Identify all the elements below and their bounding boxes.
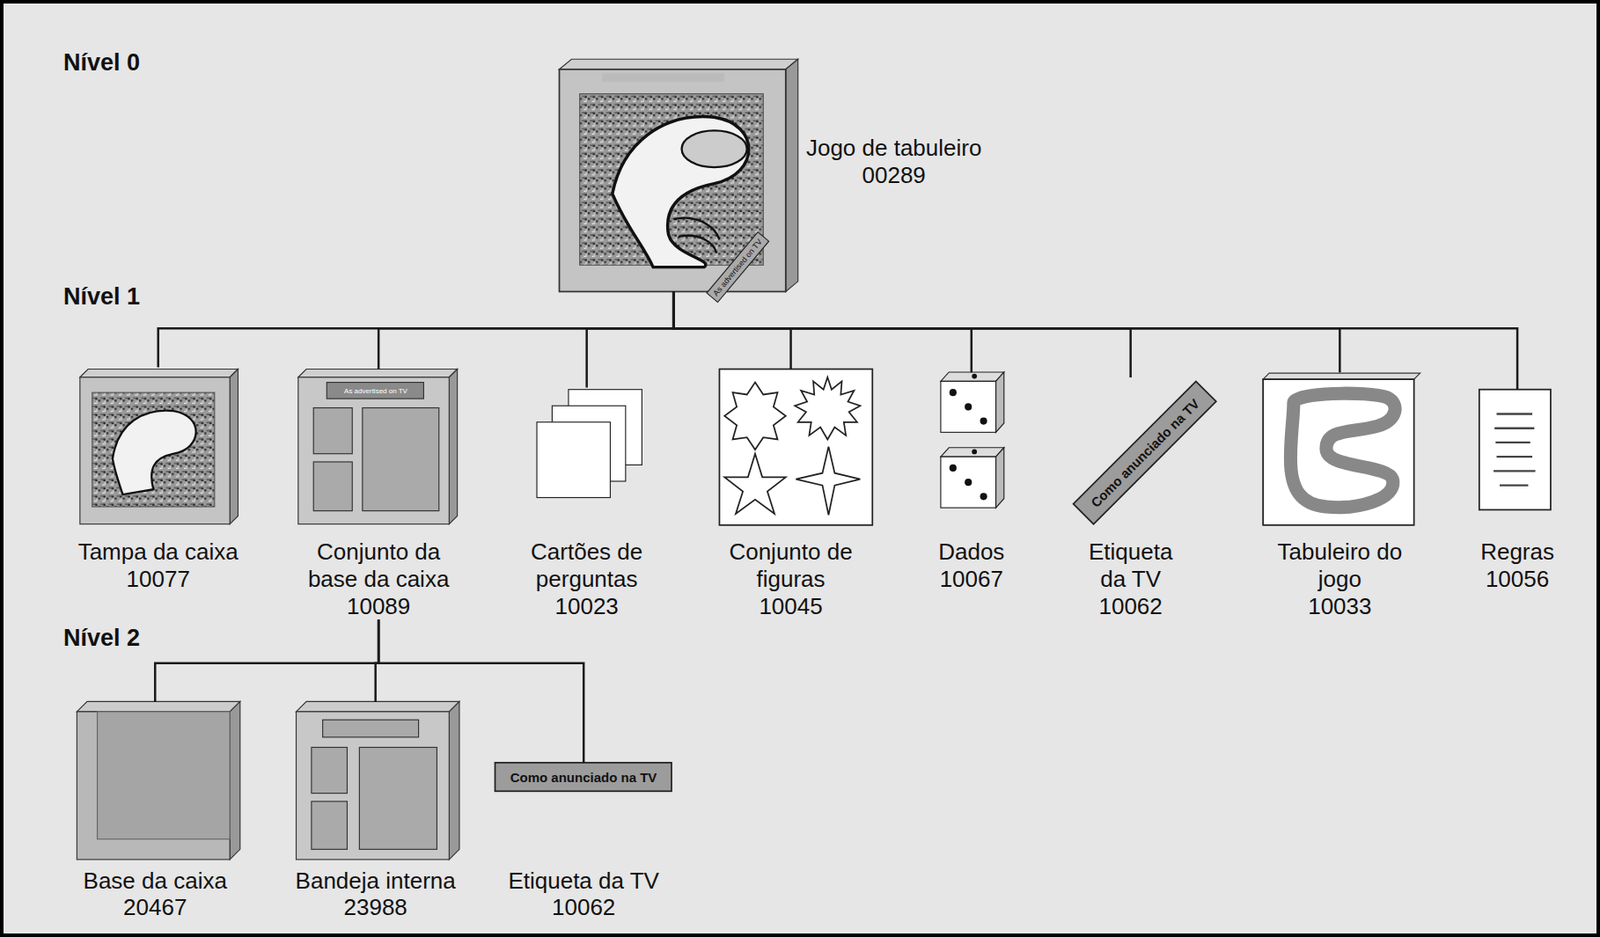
part-code: 10045 [716, 593, 867, 621]
box-base-set [298, 369, 458, 525]
component-node: Dados10067 [932, 372, 1011, 593]
game-board [1262, 373, 1420, 526]
component-node: Base da caixa20467 [69, 702, 241, 922]
tree-connector [378, 619, 584, 764]
part-code: 10023 [512, 593, 662, 621]
part-name: Base da caixa [69, 867, 241, 896]
figure-set [719, 369, 873, 526]
component-node: Etiqueta da TV10062 [491, 763, 677, 922]
board-game-box [559, 58, 799, 302]
tree-connector [673, 292, 1340, 374]
component-node: Conjunto de figuras10045 [711, 369, 872, 620]
inner-tray [296, 701, 460, 860]
part-code: 10062 [1073, 593, 1189, 621]
component-node: Tampa da caixa10077 [73, 366, 244, 593]
box-lid [80, 369, 239, 525]
part-code: 10062 [491, 894, 677, 922]
tree-connector [673, 292, 791, 370]
part-name: Tabuleiro do jogo [1273, 538, 1406, 593]
component-node: Jogo de tabuleiro00289 [558, 61, 982, 293]
part-name: Regras [1475, 538, 1560, 566]
component-node: Conjunto da base da caixa10089 [291, 369, 466, 620]
part-name: Etiqueta da TV [1073, 538, 1189, 593]
tree-connector [673, 292, 1131, 378]
tree-connector [673, 292, 1518, 390]
component-node: Bandeja interna23988 [290, 702, 462, 922]
component-node: Regras10056 [1475, 389, 1560, 594]
part-name: Etiqueta da TV [491, 867, 677, 896]
part-code: 00289 [806, 161, 982, 190]
part-name: Jogo de tabuleiro [806, 134, 982, 162]
tv-label-text: Como anunciado na TV [510, 770, 658, 786]
level-label: Nível 0 [63, 49, 140, 77]
part-name: Tampa da caixa [73, 538, 244, 566]
tv-label [1073, 381, 1217, 524]
part-code: 10067 [932, 565, 1011, 594]
component-node: Tabuleiro do jogo10033 [1256, 372, 1423, 620]
tv-label-text: Como anunciado na TV [1087, 396, 1203, 511]
level-label: Nível 2 [63, 624, 140, 653]
part-code: 10089 [294, 593, 463, 621]
part-name: Conjunto de figuras [716, 538, 867, 593]
part-code: 20467 [69, 894, 241, 922]
level-label: Nível 1 [63, 283, 140, 311]
part-name: Cartões de perguntas [512, 538, 662, 593]
box-header-text: As advertised on TV [344, 387, 408, 396]
part-code: 10077 [73, 565, 244, 594]
rules-sheet [1479, 389, 1551, 511]
tv-label [494, 763, 671, 792]
tree-connector [587, 292, 675, 389]
part-code: 10056 [1475, 565, 1560, 594]
part-code: 10033 [1273, 593, 1406, 621]
part-name: Dados [932, 538, 1011, 566]
question-cards [536, 389, 642, 499]
component-node: Cartões de perguntas10023 [508, 388, 666, 621]
box-base [76, 701, 240, 860]
dice [940, 372, 1005, 508]
part-code: 23988 [290, 894, 462, 922]
tree-connector [673, 292, 972, 374]
tree-connector [154, 619, 379, 703]
part-name: Conjunto da base da caixa [294, 538, 463, 593]
tree-connector [378, 292, 674, 370]
part-name: Bandeja interna [290, 867, 462, 896]
